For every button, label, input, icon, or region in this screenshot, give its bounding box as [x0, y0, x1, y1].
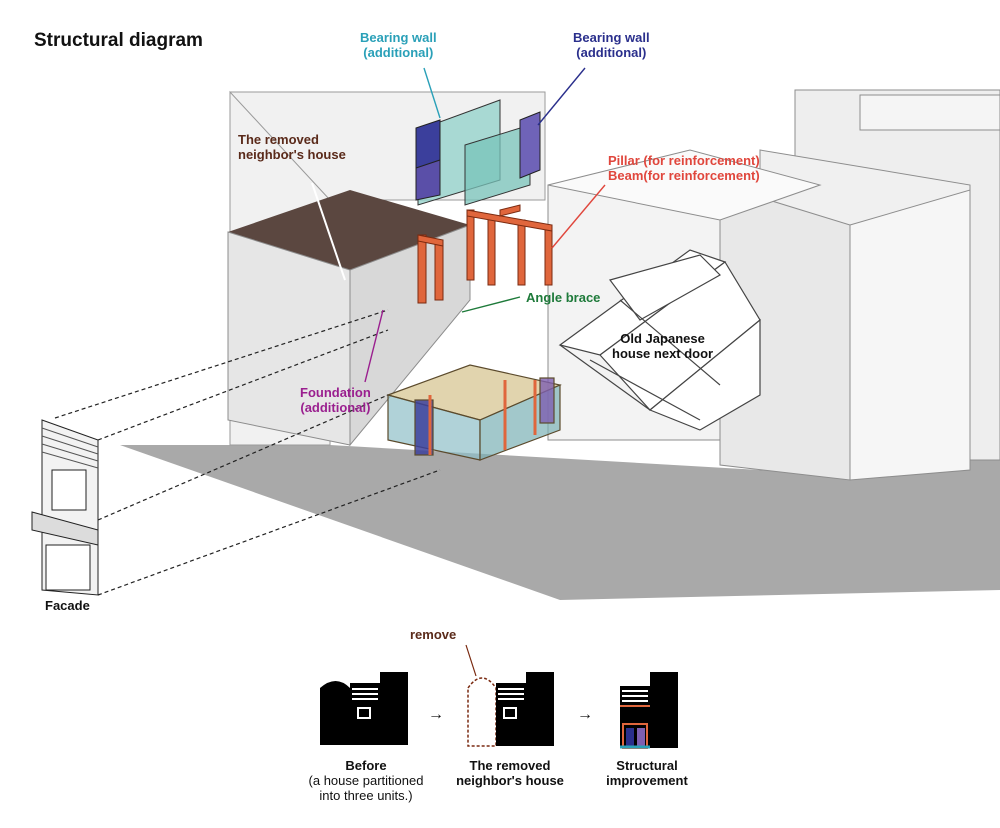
arrow-1: → — [428, 706, 444, 723]
label-remove: remove — [410, 627, 457, 642]
label-facade: Facade — [45, 598, 90, 613]
facade-elevation — [31, 419, 99, 596]
caption-removed: The removed neighbor's house — [456, 758, 564, 788]
label-bearing-wall-navy: Bearing wall (additional) — [573, 30, 650, 60]
leader-lines — [311, 67, 606, 383]
label-angle-brace: Angle brace — [526, 290, 601, 305]
step-improved-icon — [620, 672, 678, 749]
label-bearing-wall-cyan: Bearing wall (additional) — [360, 30, 437, 60]
caption-improved: Structural improvement — [606, 758, 688, 788]
label-foundation: Foundation (additional) — [300, 385, 371, 415]
arrow-2: → — [577, 706, 593, 723]
right-buildings — [547, 89, 1000, 481]
structural-frame — [386, 364, 562, 461]
label-pillar-beam: Pillar (for reinforcement) Beam(for rein… — [608, 153, 760, 183]
pillars-beams — [417, 204, 553, 304]
ground-shadow — [120, 445, 1000, 600]
step-removed-icon — [465, 644, 554, 747]
label-removed-house: The removed neighbor's house — [238, 132, 346, 162]
projection-lines — [54, 309, 441, 596]
page-title: Structural diagram — [34, 30, 203, 51]
step-before-icon — [320, 672, 408, 745]
caption-before: Before (a house partitioned into three u… — [308, 758, 424, 803]
bearing-wall-navy — [415, 111, 541, 201]
old-house-roof — [558, 249, 761, 431]
label-old-house: Old Japanese house next door — [612, 331, 714, 361]
